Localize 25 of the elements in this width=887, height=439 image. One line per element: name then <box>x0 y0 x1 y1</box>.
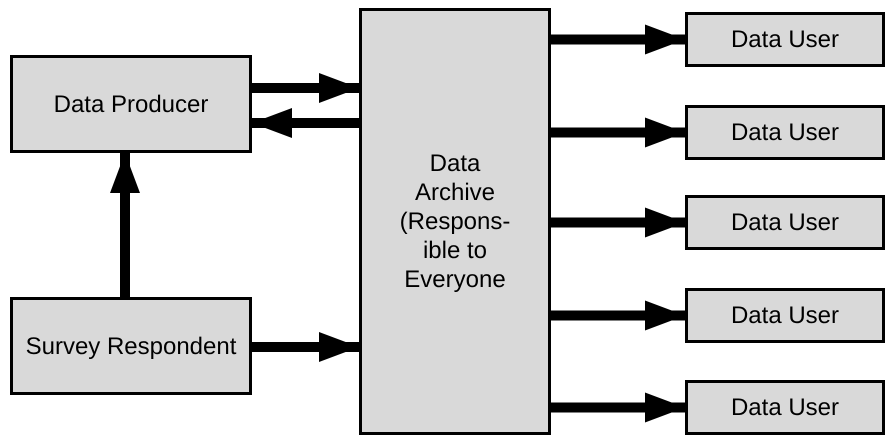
process-box <box>10 55 252 153</box>
arrow <box>551 392 685 422</box>
process-box <box>685 288 885 343</box>
process-box <box>685 105 885 160</box>
node-label: Data User <box>730 25 840 54</box>
arrow <box>252 73 359 103</box>
node-label: Data User <box>730 208 840 237</box>
arrow <box>252 332 359 362</box>
node-label: Data Producer <box>54 90 208 118</box>
process-box <box>10 297 252 395</box>
arrow <box>551 118 685 148</box>
node-label: Data Archive (Respons- ible to Everyone <box>398 149 512 294</box>
arrow <box>252 108 359 138</box>
node-label: Data User <box>730 393 840 422</box>
node-label: Data User <box>730 301 840 330</box>
arrow <box>551 24 685 54</box>
process-box <box>685 195 885 250</box>
arrow <box>551 300 685 330</box>
arrow <box>551 208 685 238</box>
node-label: Data User <box>730 118 840 147</box>
node-label: Survey Respondent <box>26 332 236 360</box>
process-box <box>685 12 885 67</box>
arrow <box>110 153 140 297</box>
process-box <box>359 8 551 435</box>
process-box <box>685 380 885 435</box>
